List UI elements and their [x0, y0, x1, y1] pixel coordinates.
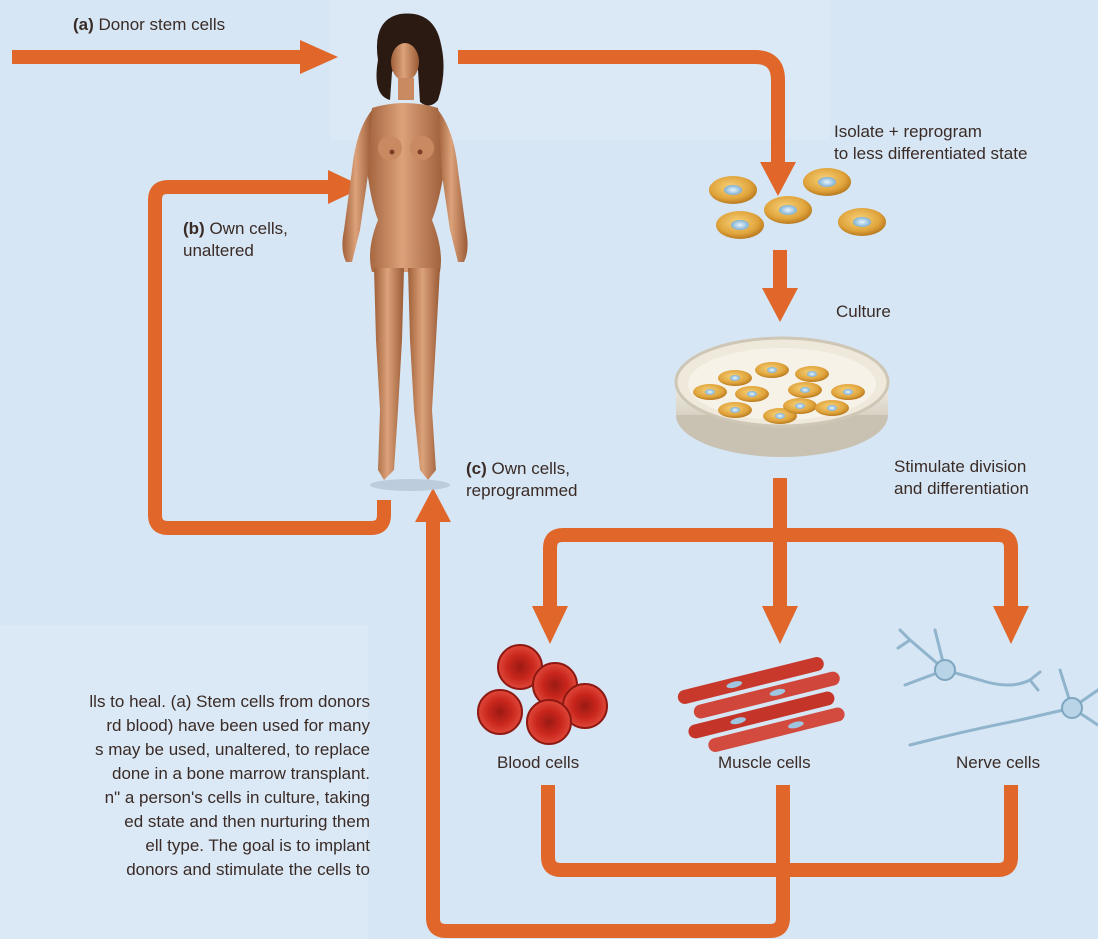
label-isolate-line2: to less differentiated state [834, 143, 1027, 165]
label-c-letter: (c) [466, 459, 487, 478]
isolated-cells [709, 168, 886, 239]
cell [764, 196, 812, 224]
caption-line: donors and stimulate the cells to [0, 858, 370, 882]
nerve-cells-image [898, 630, 1098, 745]
label-isolate-line1: Isolate + reprogram [834, 121, 1027, 143]
label-culture: Culture [836, 301, 891, 323]
label-own-cells-unaltered: (b) Own cells, unaltered [183, 218, 288, 262]
cell [709, 176, 757, 204]
isolate-arrowhead [760, 162, 796, 196]
label-blood-cells: Blood cells [497, 752, 579, 774]
label-nerve-cells: Nerve cells [956, 752, 1040, 774]
label-stimulate-line2: and differentiation [894, 478, 1029, 500]
muscle-cells-image [676, 653, 850, 758]
caption-line: done in a bone marrow transplant. [0, 762, 370, 786]
label-b-line1: Own cells, [209, 219, 287, 238]
label-isolate-reprogram: Isolate + reprogram to less differentiat… [834, 121, 1027, 165]
blood-cells-image [478, 645, 607, 744]
label-a-text: Donor stem cells [99, 15, 226, 34]
cell [803, 168, 851, 196]
caption-line: n" a person's cells in culture, taking [0, 786, 370, 810]
muscle-arrowhead [762, 606, 798, 644]
petri-dish [676, 338, 888, 457]
donor-arrowhead [300, 40, 338, 74]
cell [716, 211, 764, 239]
label-b-letter: (b) [183, 219, 205, 238]
label-c-line2: reprogrammed [466, 480, 578, 502]
label-b-line2: unaltered [183, 240, 288, 262]
label-donor-stem-cells: (a) Donor stem cells [73, 14, 225, 36]
caption-line: ed state and then nurturing them [0, 810, 370, 834]
isolate-arrow-path [458, 57, 778, 165]
label-c-line1: Own cells, [492, 459, 570, 478]
figure-caption: lls to heal. (a) Stem cells from donors … [0, 690, 370, 882]
label-stimulate-line1: Stimulate division [894, 456, 1029, 478]
nerve-arrowhead [993, 606, 1029, 644]
blood-arrowhead [532, 606, 568, 644]
label-a-letter: (a) [73, 15, 94, 34]
caption-line: lls to heal. (a) Stem cells from donors [0, 690, 370, 714]
label-stimulate: Stimulate division and differentiation [894, 456, 1029, 500]
human-figure [342, 14, 467, 491]
caption-line: rd blood) have been used for many [0, 714, 370, 738]
caption-line: ell type. The goal is to implant [0, 834, 370, 858]
label-muscle-cells: Muscle cells [718, 752, 811, 774]
caption-line: s may be used, unaltered, to replace [0, 738, 370, 762]
culture-arrowhead [762, 288, 798, 322]
label-own-cells-reprogrammed: (c) Own cells, reprogrammed [466, 458, 578, 502]
cell [838, 208, 886, 236]
reprogrammed-arrowhead [415, 488, 451, 522]
